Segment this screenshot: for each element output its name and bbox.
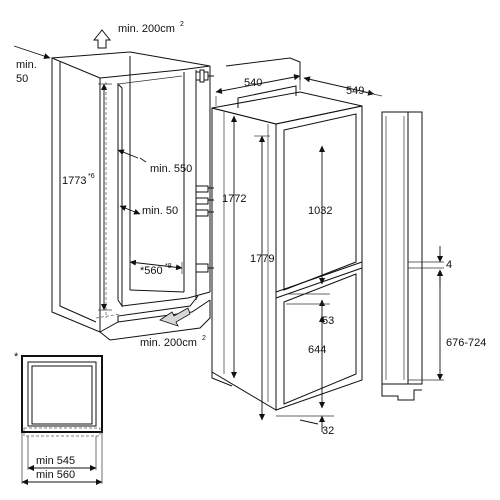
niche-height-label: 1773 — [62, 175, 86, 187]
top-view-inset: * min 545 min 560 — [14, 351, 103, 485]
gap-4-label: 4 — [446, 259, 452, 271]
side-view-panel — [381, 111, 444, 401]
min-50-top-label-2: 50 — [16, 73, 28, 85]
height-1772-label: 1772 — [222, 193, 246, 205]
depth-540-label: 540 — [244, 77, 262, 89]
hinges — [195, 69, 214, 273]
niche-cabinet — [51, 51, 211, 341]
side-dimensions: 4 676-724 — [437, 246, 486, 381]
min-50-label: min. 50 — [142, 205, 178, 217]
vent-top-sup: 2 — [180, 21, 184, 28]
niche-dimensions: min. 50 1773 *6 min. 550 min. 50 *560 *8… — [13, 21, 206, 349]
gap-32-label: 32 — [322, 425, 334, 437]
min-545-label: min 545 — [36, 455, 75, 467]
asterisk-label: * — [14, 351, 19, 363]
niche-width-label: *560 — [140, 265, 163, 277]
niche-height-sup: *6 — [88, 173, 95, 180]
height-1779-label: 1779 — [250, 253, 274, 265]
door-1032-label: 1032 — [308, 205, 332, 217]
ventilation-arrows — [92, 29, 191, 327]
min-50-top-label-1: min. — [16, 59, 37, 71]
vent-bottom-label: min. 200cm — [140, 337, 197, 349]
appliance-dimensions: 540 549 1772 1779 1032 53 644 32 — [215, 57, 383, 437]
door-644-label: 644 — [308, 344, 326, 356]
min-550-label: min. 550 — [150, 163, 192, 175]
niche-width-sup: *8 — [165, 263, 172, 270]
appliance — [211, 85, 363, 411]
depth-549-label: 549 — [346, 85, 364, 97]
range-676-724-label: 676-724 — [446, 337, 486, 349]
min-560-label: min 560 — [36, 469, 75, 481]
gap-53-label: 53 — [322, 315, 334, 327]
vent-top-arrow-icon — [92, 29, 112, 49]
vent-bottom-sup: 2 — [202, 335, 206, 342]
vent-bottom-arrow-icon — [159, 307, 191, 327]
vent-top-label: min. 200cm — [118, 23, 175, 35]
